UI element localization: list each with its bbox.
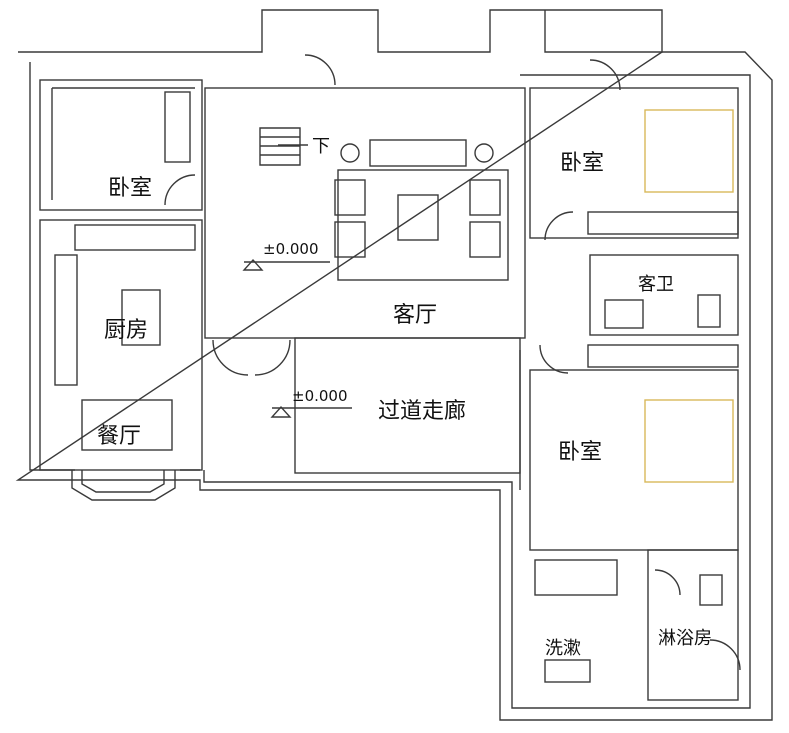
- door-corridor-right: [254, 339, 291, 376]
- closet-mid-right: [587, 344, 739, 368]
- bed-mid-right: [644, 399, 734, 483]
- room-label-shower-room: 淋浴房: [658, 628, 712, 649]
- bay-window: [71, 470, 176, 501]
- room-label-dining: 餐厅: [97, 424, 142, 449]
- room-label-bedroom-middle-right: 卧室: [558, 440, 603, 465]
- kitchen-counter-left: [54, 254, 78, 386]
- room-label-living-room: 客厅: [393, 303, 438, 328]
- stair: [259, 127, 301, 166]
- room-label-kitchen: 厨房: [104, 318, 149, 343]
- door-corridor-left: [212, 339, 249, 376]
- guest-sink: [604, 299, 644, 329]
- door-shower: [709, 639, 741, 671]
- room-label-washroom: 洗漱: [545, 638, 581, 659]
- kitchen-walls: [39, 219, 203, 471]
- lamp-left: [340, 143, 360, 163]
- room-label-guest-bathroom: 客卫: [638, 274, 674, 295]
- inner-wall-outline: [29, 62, 751, 709]
- sofa-back: [369, 139, 467, 167]
- shower-room-walls: [647, 549, 739, 701]
- room-label-bedroom-top-right: 卧室: [560, 151, 605, 176]
- bedroom-mid-right-walls: [529, 369, 739, 551]
- bedroom-top-right-walls: [529, 87, 739, 239]
- door-bedroom-top-right: [544, 211, 574, 241]
- outer-wall-right: [15, 51, 773, 721]
- lower-toilet: [699, 574, 723, 606]
- door-bedroom-mid-right: [539, 344, 569, 374]
- bedroom-top-left-walls: [39, 79, 203, 211]
- bathtub: [534, 559, 618, 596]
- closet-top-right: [587, 211, 739, 235]
- chair-left-1: [334, 179, 366, 216]
- kitchen-counter-top: [74, 224, 196, 251]
- elevation-marker-living: [242, 258, 264, 271]
- elevation-marker-corridor: [270, 405, 292, 418]
- door-right-top: [589, 59, 621, 91]
- room-label-corridor: 过道走廊: [378, 399, 467, 424]
- dining-table: [81, 399, 173, 451]
- stairs-label: 下: [312, 136, 330, 157]
- bed-top-right: [644, 109, 734, 193]
- door-bath: [654, 569, 681, 596]
- door-bedroom-top-left: [164, 174, 196, 206]
- room-label-bedroom-top-left: 卧室: [108, 176, 153, 201]
- wash-sink: [544, 659, 591, 683]
- elevation-label-living: ±0.000: [263, 240, 319, 258]
- kitchen-island: [121, 289, 161, 346]
- lamp-right: [474, 143, 494, 163]
- chair-right-2: [469, 221, 501, 258]
- door-entry: [304, 54, 336, 86]
- chair-left-2: [334, 221, 366, 258]
- coffee-table: [397, 194, 439, 241]
- wardrobe-top-left: [164, 91, 191, 163]
- elevation-label-corridor: ±0.000: [292, 387, 348, 405]
- chair-right-1: [469, 179, 501, 216]
- guest-toilet: [697, 294, 721, 328]
- guest-bath-walls: [589, 254, 739, 336]
- outer-wall: [18, 9, 663, 53]
- rug: [337, 169, 509, 281]
